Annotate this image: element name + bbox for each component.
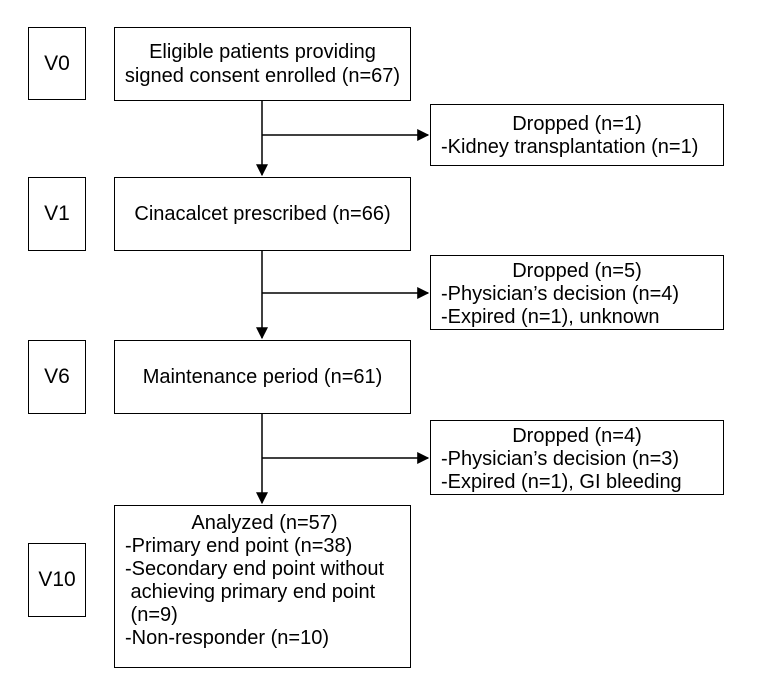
- dropout-title: Dropped (n=5): [512, 260, 642, 282]
- visit-label-v1: V1: [28, 177, 86, 251]
- dropout-box-3: Dropped (n=4) -Physician’s decision (n=3…: [430, 420, 724, 495]
- analyzed-box: Analyzed (n=57) -Primary end point (n=38…: [114, 505, 411, 668]
- analyzed-item: -Secondary end point without: [125, 558, 385, 580]
- visit-label-v6: V6: [28, 340, 86, 414]
- dropout-item: -Expired (n=1), GI bleeding: [441, 471, 682, 493]
- dropout-item: -Expired (n=1), unknown: [441, 306, 660, 328]
- dropout-title: Dropped (n=1): [512, 113, 642, 135]
- visit-label-v0: V0: [28, 27, 86, 100]
- enrolled-line2: signed consent enrolled (n=67): [124, 65, 401, 87]
- analyzed-title: Analyzed (n=57): [191, 512, 338, 534]
- dropout-item: -Physician’s decision (n=4): [441, 283, 680, 305]
- dropout-box-1: Dropped (n=1) -Kidney transplantation (n…: [430, 104, 724, 166]
- analyzed-item: (n=9): [125, 604, 178, 626]
- dropout-item: -Physician’s decision (n=3): [441, 448, 680, 470]
- maintenance-box: Maintenance period (n=61): [114, 340, 411, 414]
- enrolled-line1: Eligible patients providing: [149, 41, 376, 63]
- dropout-item: -Kidney transplantation (n=1): [441, 136, 699, 158]
- dropout-title: Dropped (n=4): [512, 425, 642, 447]
- enrolled-box: Eligible patients providing signed conse…: [114, 27, 411, 101]
- prescribed-box: Cinacalcet prescribed (n=66): [114, 177, 411, 251]
- analyzed-item: achieving primary end point: [125, 581, 376, 603]
- analyzed-item: -Non-responder (n=10): [125, 627, 329, 649]
- analyzed-item: -Primary end point (n=38): [125, 535, 353, 557]
- dropout-box-2: Dropped (n=5) -Physician’s decision (n=4…: [430, 255, 724, 330]
- visit-label-v10: V10: [28, 543, 86, 617]
